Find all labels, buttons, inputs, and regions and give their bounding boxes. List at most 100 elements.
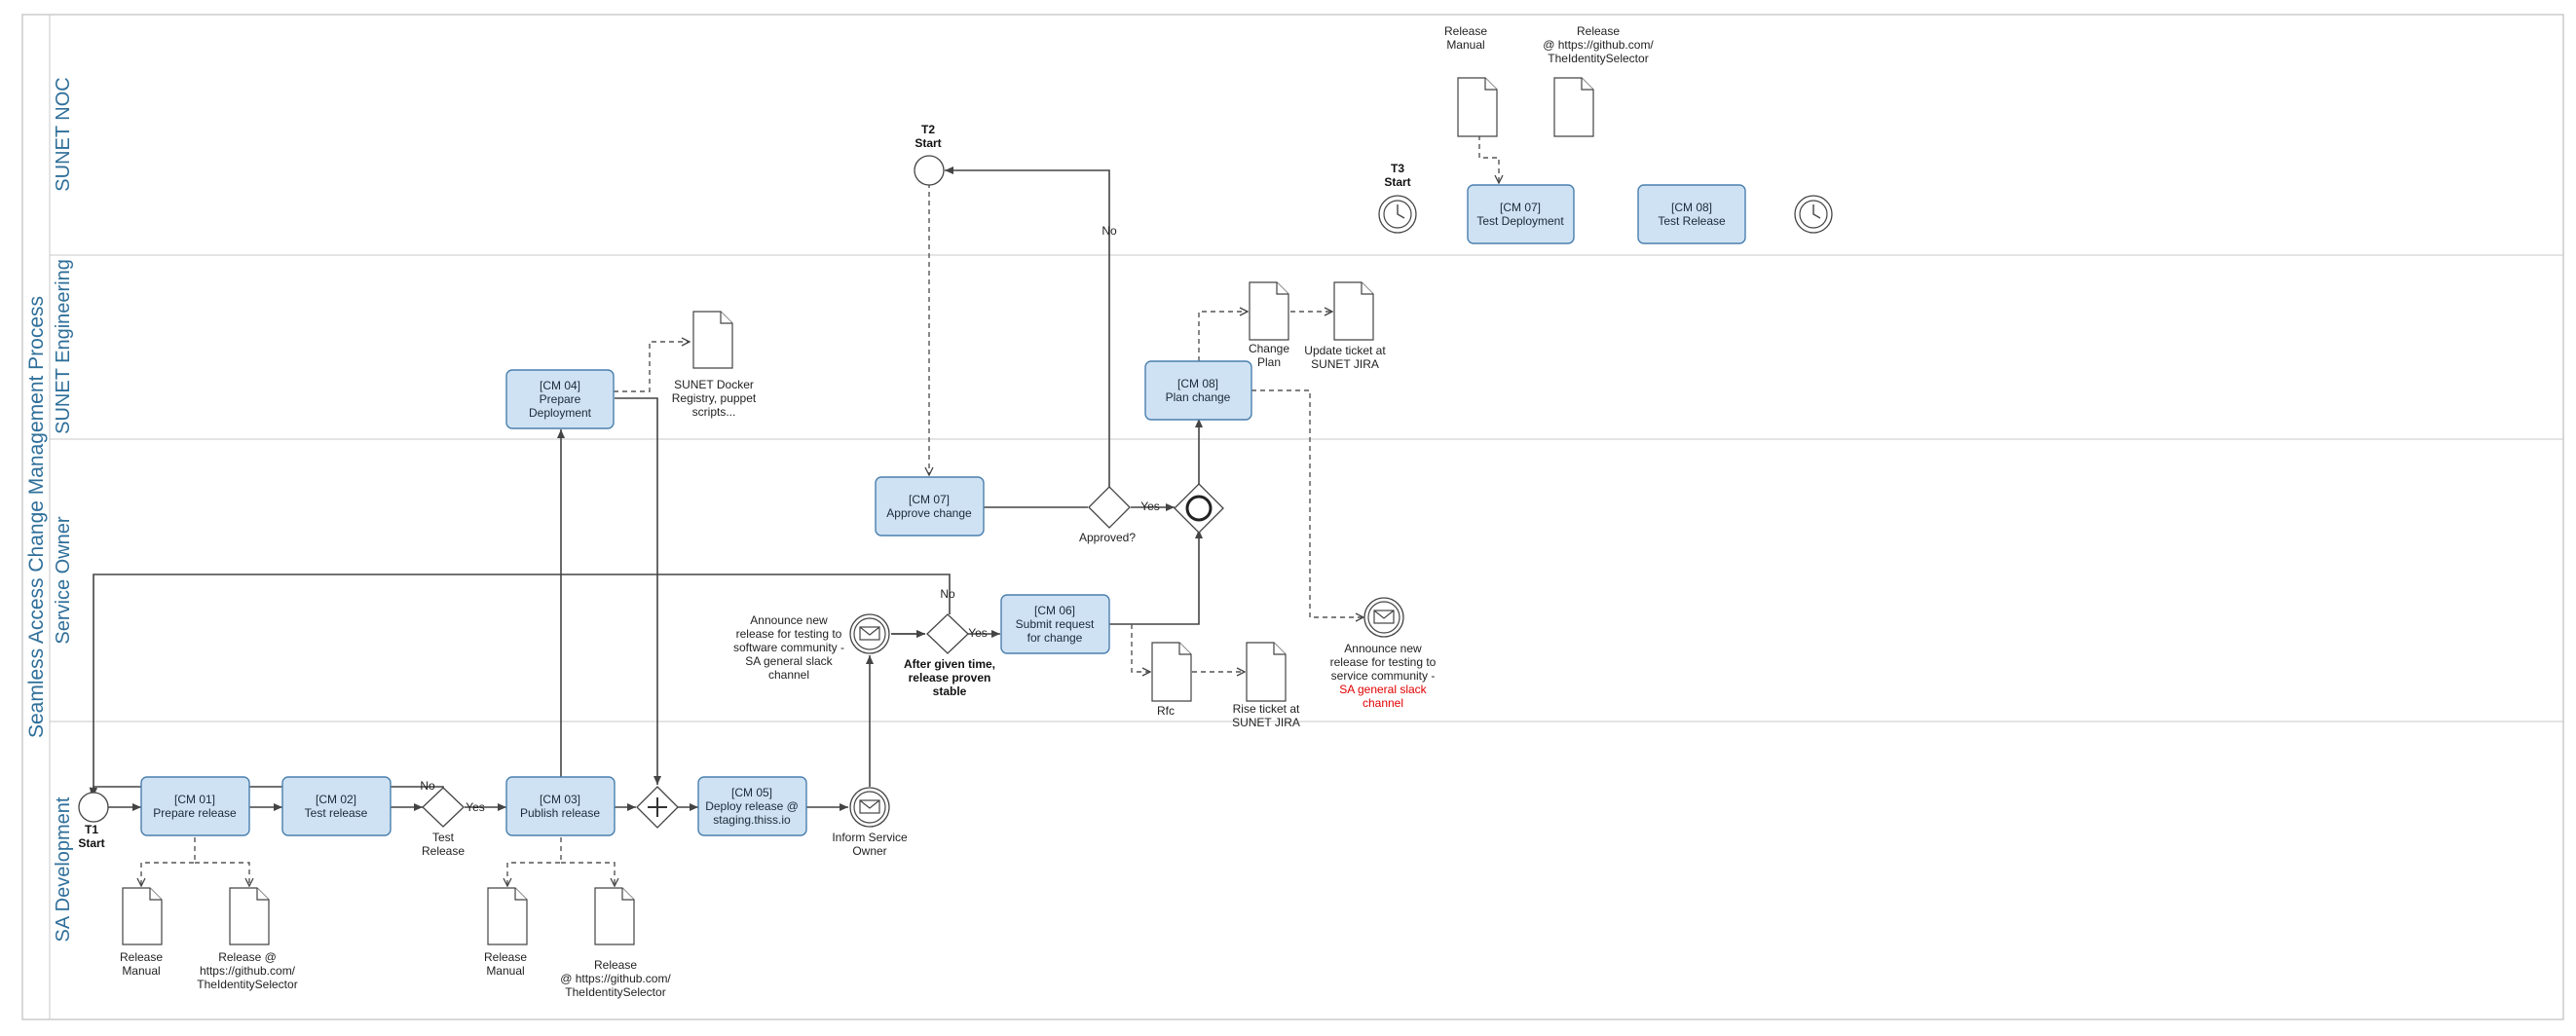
flow-label-no: No xyxy=(420,779,435,793)
task-label: [CM 04] xyxy=(540,379,580,392)
event-label: T1 xyxy=(85,823,98,836)
document-label: Registry, puppet xyxy=(672,391,757,405)
envelope-icon xyxy=(859,799,880,814)
flow-label-yes: Yes xyxy=(1140,500,1160,513)
sequence-flows xyxy=(89,166,1203,811)
document-label: TheIdentitySelector xyxy=(197,978,297,991)
task-label: [CM 08] xyxy=(1177,377,1218,390)
message-event-announce-service[interactable]: Announce new release for testing to serv… xyxy=(1330,597,1437,710)
gateway-label: Approved? xyxy=(1079,531,1136,544)
task-label: Test Release xyxy=(1658,214,1726,228)
event-label: channel xyxy=(768,668,809,682)
lane-label-sunet-noc: SUNET NOC xyxy=(53,77,74,191)
document-update-ticket[interactable]: Update ticket at SUNET JIRA xyxy=(1304,281,1386,371)
task-cm08-plan-change[interactable]: [CM 08] Plan change xyxy=(1144,360,1252,421)
task-label: [CM 07] xyxy=(909,493,950,506)
flow-label-yes: Yes xyxy=(968,626,988,640)
gateway-label: Test xyxy=(432,831,455,844)
document-label: SUNET Docker xyxy=(674,378,754,391)
event-label: Owner xyxy=(852,844,886,858)
parallel-gateway[interactable] xyxy=(636,786,679,829)
document-release-manual[interactable]: Release Manual xyxy=(120,887,163,978)
gateway-approved[interactable]: Approved? xyxy=(1079,486,1136,544)
document-label: Release xyxy=(1444,24,1487,38)
flow-label-no: No xyxy=(1101,224,1117,238)
document-label: TheIdentitySelector xyxy=(1548,52,1648,65)
task-cm03-publish-release[interactable]: [CM 03] Publish release xyxy=(505,776,616,836)
document-label: Release @ xyxy=(218,950,277,964)
document-release-github[interactable]: Release @ https://github.com/ TheIdentit… xyxy=(560,887,671,999)
lane-label-sunet-engineering: SUNET Engineering xyxy=(53,259,74,434)
gateway-label: stable xyxy=(933,684,967,698)
document-label: Release xyxy=(484,950,527,964)
lane-label-sa-development: SA Development xyxy=(53,796,74,942)
document-sunet-docker-registry[interactable]: SUNET Docker Registry, puppet scripts... xyxy=(672,311,757,419)
event-label: T2 xyxy=(921,123,935,136)
task-label: [CM 06] xyxy=(1034,604,1075,617)
document-label: scripts... xyxy=(692,405,736,419)
task-cm07-approve-change[interactable]: [CM 07] Approve change xyxy=(875,476,985,536)
pool: Seamless Access Change Management Proces… xyxy=(21,14,2564,1020)
lane-label-service-owner: Service Owner xyxy=(53,516,74,644)
document-release-github[interactable]: Release @ https://github.com/ TheIdentit… xyxy=(197,887,298,991)
event-label: T3 xyxy=(1391,162,1404,175)
gateway-after-given-time[interactable]: After given time, release proven stable xyxy=(904,613,995,698)
task-cm05-deploy-release[interactable]: [CM 05] Deploy release @ staging.thiss.i… xyxy=(697,776,807,836)
task-label: Deploy release @ xyxy=(705,799,799,813)
document-label: @ https://github.com/ xyxy=(1543,38,1654,52)
timer-start-event-t3[interactable]: T3 Start xyxy=(1378,162,1417,234)
document-release-github-noc[interactable]: Release @ https://github.com/ TheIdentit… xyxy=(1543,24,1654,137)
task-cm07-test-deployment[interactable]: [CM 07] Test Deployment xyxy=(1467,184,1575,244)
gateway-label: After given time, xyxy=(904,657,995,671)
gateway-label: Release xyxy=(422,844,465,858)
envelope-icon xyxy=(859,626,880,641)
document-label: https://github.com/ xyxy=(200,964,296,978)
task-label: [CM 05] xyxy=(731,786,772,799)
start-event-t1[interactable]: T1 Start xyxy=(78,792,109,850)
document-label: TheIdentitySelector xyxy=(565,985,665,999)
task-label: [CM 02] xyxy=(316,793,356,806)
message-event-announce-testing[interactable]: Announce new release for testing to soft… xyxy=(733,613,890,682)
document-release-manual[interactable]: Release Manual xyxy=(484,887,528,978)
timer-event[interactable] xyxy=(1794,195,1833,234)
event-based-gateway[interactable] xyxy=(1174,483,1224,534)
document-label: Release xyxy=(594,958,637,972)
event-label: service community - xyxy=(1331,669,1436,683)
document-label: Update ticket at xyxy=(1304,344,1386,357)
document-rfc[interactable]: Rfc xyxy=(1151,642,1192,718)
document-label: Rfc xyxy=(1157,704,1175,718)
task-cm06-submit-request[interactable]: [CM 06] Submit request for change xyxy=(1000,594,1110,654)
document-label: Change xyxy=(1249,342,1289,355)
document-label: Rise ticket at xyxy=(1233,702,1300,716)
document-rise-ticket[interactable]: Rise ticket at SUNET JIRA xyxy=(1232,642,1300,729)
task-label: Test Deployment xyxy=(1476,214,1564,228)
task-cm04-prepare-deployment[interactable]: [CM 04] Prepare Deployment xyxy=(505,369,615,429)
document-change-plan[interactable]: Change Plan xyxy=(1249,281,1289,369)
envelope-icon xyxy=(1373,610,1395,624)
event-label: Announce new xyxy=(1344,642,1422,655)
flow-label-no: No xyxy=(940,587,955,601)
task-cm08-test-release[interactable]: [CM 08] Test Release xyxy=(1637,184,1746,244)
message-event-inform-service-owner[interactable]: Inform Service Owner xyxy=(832,787,908,858)
event-label: Inform Service xyxy=(832,831,908,844)
task-cm02-test-release[interactable]: [CM 02] Test release xyxy=(281,776,392,836)
event-label: release for testing to xyxy=(1330,655,1437,669)
task-cm01-prepare-release[interactable]: [CM 01] Prepare release xyxy=(140,776,250,836)
event-label: SA general slack xyxy=(745,654,833,668)
document-label: Manual xyxy=(122,964,160,978)
start-event-t2[interactable]: T2 Start xyxy=(914,123,945,186)
task-label: Approve change xyxy=(886,506,972,520)
document-label: SUNET JIRA xyxy=(1232,716,1300,729)
task-label: [CM 08] xyxy=(1671,201,1712,214)
task-label: Deployment xyxy=(529,406,592,420)
gateway-test-release[interactable]: Test Release xyxy=(422,787,465,858)
event-label: software community - xyxy=(733,641,844,654)
task-label: for change xyxy=(1027,631,1083,645)
task-label: Plan change xyxy=(1166,390,1231,404)
document-release-manual-noc[interactable]: Release Manual xyxy=(1444,24,1498,137)
event-label: Start xyxy=(78,836,104,850)
task-label: Prepare xyxy=(540,392,581,406)
event-label: Start xyxy=(1384,175,1410,189)
document-label: @ https://github.com/ xyxy=(560,972,671,985)
